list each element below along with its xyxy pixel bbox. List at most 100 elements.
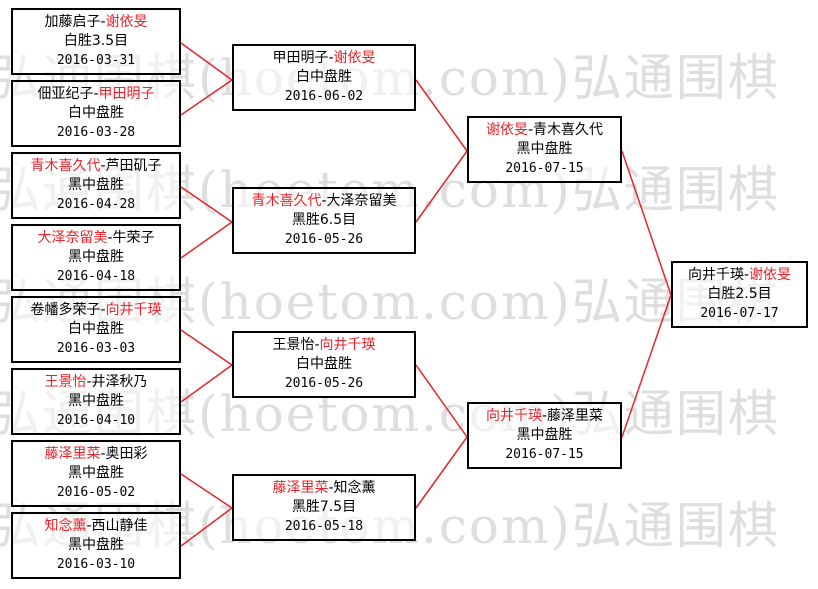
match-box[interactable]: 知念薰-西山静佳黑中盘胜 2016-03-10 <box>11 512 181 579</box>
match-result: 白中盘胜 <box>68 321 124 337</box>
players-line: 佃亚纪子-甲田明子 <box>13 85 179 104</box>
match-result: 白中盘胜 <box>296 356 352 372</box>
players-line: 青木喜久代-大泽奈留美 <box>234 192 414 211</box>
vs-dash: - <box>100 302 106 318</box>
player-2: 西山静佳 <box>91 518 148 534</box>
match-result: 黑中盘胜 <box>516 141 573 157</box>
connector-line <box>621 150 672 296</box>
vs-dash: - <box>743 267 750 283</box>
match-result: 黑胜6.5目 <box>291 212 357 228</box>
vs-dash: - <box>321 193 327 209</box>
player-2: 谢依旻 <box>333 50 376 66</box>
player-1: 向井千瑛 <box>687 267 744 283</box>
player-1: 卷幡多荣子 <box>30 302 101 318</box>
vs-dash: - <box>100 446 106 462</box>
players-line: 甲田明子-谢依旻 <box>234 49 414 68</box>
player-2: 知念薰 <box>333 480 376 496</box>
player-2: 牛荣子 <box>112 230 155 246</box>
connector-line <box>415 364 468 438</box>
player-1: 大泽奈留美 <box>37 230 108 246</box>
player-1: 青木喜久代 <box>251 193 322 209</box>
player-2: 向井千瑛 <box>105 302 162 318</box>
player-1: 王景怡 <box>44 374 87 390</box>
match-result: 白中盘胜 <box>296 69 352 85</box>
match-box[interactable]: 王景怡-向井千瑛白中盘胜 2016-05-26 <box>232 331 416 398</box>
player-1: 王景怡 <box>272 337 315 353</box>
connector-line <box>621 294 672 438</box>
player-1: 甲田明子 <box>272 50 329 66</box>
players-line: 藤泽里菜-奥田彩 <box>13 445 179 464</box>
match-box[interactable]: 藤泽里菜-知念薰黑胜7.5目 2016-05-18 <box>232 474 416 541</box>
player-1: 知念薰 <box>44 518 87 534</box>
player-2: 芦田矶子 <box>105 158 162 174</box>
match-result: 黑胜7.5目 <box>291 499 357 515</box>
players-line: 向井千瑛-谢依旻 <box>673 266 806 285</box>
player-2: 甲田明子 <box>98 86 155 102</box>
match-date: 2016-03-28 <box>56 125 136 140</box>
players-line: 谢依旻-青木喜久代 <box>469 121 620 140</box>
match-date: 2016-07-17 <box>700 306 779 321</box>
match-date: 2016-03-10 <box>56 557 136 572</box>
player-2: 奥田彩 <box>105 446 148 462</box>
vs-dash: - <box>93 86 99 102</box>
vs-dash: - <box>328 480 334 496</box>
connector-line <box>180 186 233 223</box>
vs-dash: - <box>86 374 92 390</box>
player-2: 井泽秋乃 <box>91 374 148 390</box>
match-result: 白胜3.5目 <box>63 33 129 49</box>
connector-line <box>415 150 468 223</box>
match-result: 黑中盘胜 <box>68 177 124 193</box>
match-date: 2016-03-31 <box>56 53 136 68</box>
vs-dash: - <box>527 122 534 138</box>
player-2: 藤泽里菜 <box>547 408 604 424</box>
match-date: 2016-05-26 <box>284 232 364 247</box>
vs-dash: - <box>86 518 92 534</box>
player-1: 向井千瑛 <box>485 408 542 424</box>
players-line: 加藤启子-谢依旻 <box>13 13 179 32</box>
player-2: 青木喜久代 <box>533 122 604 138</box>
player-1: 佃亚纪子 <box>37 86 94 102</box>
connector-line <box>180 507 233 547</box>
players-line: 王景怡-向井千瑛 <box>234 336 414 355</box>
match-date: 2016-06-02 <box>284 89 364 104</box>
players-line: 卷幡多荣子-向井千瑛 <box>13 301 179 320</box>
player-1: 藤泽里菜 <box>44 446 101 462</box>
players-line: 青木喜久代-芦田矶子 <box>13 157 179 176</box>
connector-line <box>180 42 233 81</box>
vs-dash: - <box>107 230 113 246</box>
match-result: 白胜2.5目 <box>707 286 772 302</box>
match-result: 黑中盘胜 <box>68 393 124 409</box>
player-1: 加藤启子 <box>44 14 101 30</box>
match-result: 黑中盘胜 <box>68 249 124 265</box>
match-date: 2016-05-18 <box>284 519 364 534</box>
match-date: 2016-04-18 <box>56 269 136 284</box>
match-result: 黑中盘胜 <box>68 537 124 553</box>
vs-dash: - <box>328 50 334 66</box>
connector-line <box>180 364 233 403</box>
match-box[interactable]: 加藤启子-谢依旻白胜3.5目 2016-03-31 <box>11 8 181 75</box>
match-date: 2016-05-26 <box>284 376 364 391</box>
match-result: 白中盘胜 <box>68 105 124 121</box>
match-box[interactable]: 向井千瑛-谢依旻白胜2.5目 2016-07-17 <box>671 261 808 328</box>
connector-line <box>180 473 233 509</box>
player-1: 青木喜久代 <box>30 158 101 174</box>
connector-line <box>180 329 233 366</box>
match-result: 黑中盘胜 <box>68 465 124 481</box>
player-2: 向井千瑛 <box>319 337 376 353</box>
connector-line <box>415 79 468 152</box>
player-2: 大泽奈留美 <box>326 193 397 209</box>
vs-dash: - <box>541 408 548 424</box>
players-line: 大泽奈留美-牛荣子 <box>13 229 179 248</box>
player-2: 谢依旻 <box>105 14 148 30</box>
players-line: 藤泽里菜-知念薰 <box>234 479 414 498</box>
